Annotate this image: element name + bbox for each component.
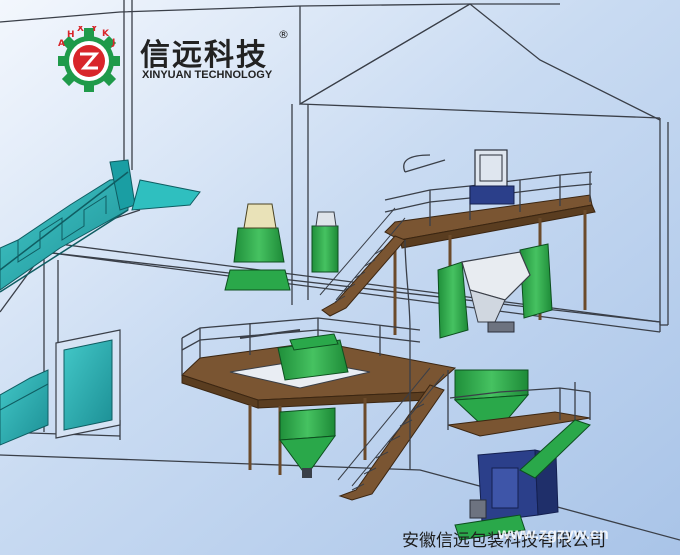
ducting [404,239,449,470]
registered-mark: ® [278,28,289,41]
brand-name-english: XINYUAN TECHNOLOGY [142,69,273,81]
svg-text:H: H [67,30,75,40]
staircase-lower-left [0,369,49,446]
lower-hopper [279,407,337,478]
upper-feeder [403,149,515,205]
watermark-company: 安徽信远包装科技有限公司 [402,530,606,551]
screener-machine [239,329,349,381]
watermark-caption: 安徽信远包装科技有限公司 www.zgzyw.cn [402,526,672,551]
packing-section [447,369,591,541]
upper-green-machines [224,203,339,291]
svg-text:X: X [77,26,84,34]
svg-text:J: J [111,38,115,48]
brand-header: A H X Y K J 信远科技 ® XINYUAN TECHNOLOGY [50,26,290,96]
watermark-url: www.zgzyw.cn [498,526,609,543]
brand-name-chinese: 信远科技 [140,38,268,73]
svg-text:A: A [58,39,65,49]
staircase-upper-left [0,159,201,293]
stair-lower-mezzanine [337,367,445,501]
company-logo-icon: A H X Y K J [58,26,120,92]
svg-text:Y: Y [90,26,98,34]
svg-text:K: K [102,29,110,39]
doorway [55,329,121,439]
double-cone-mixer [437,243,553,339]
